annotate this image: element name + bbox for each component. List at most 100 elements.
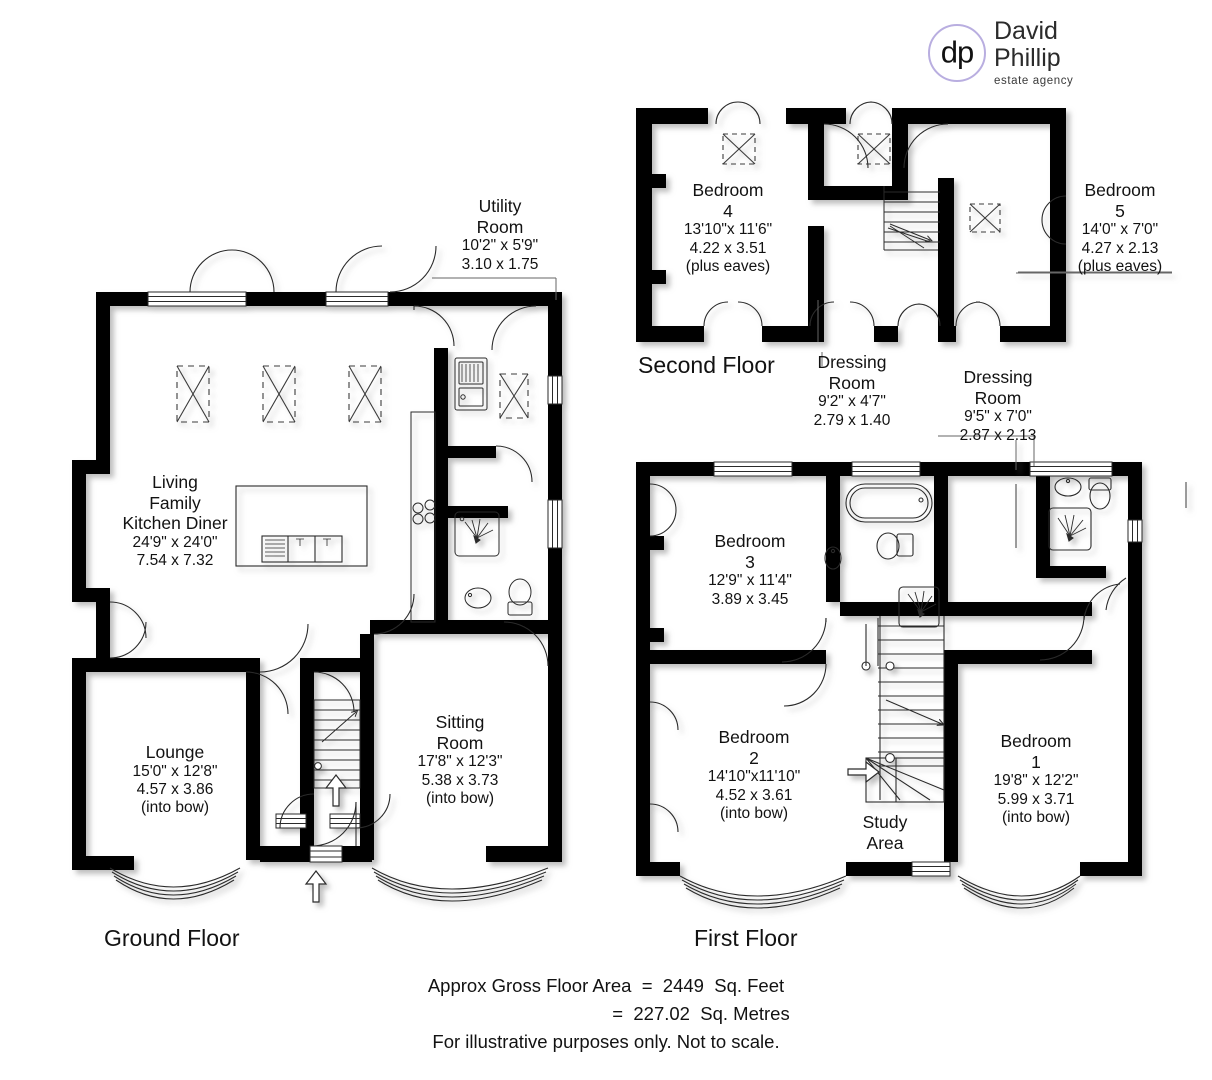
second-floor-rooflights xyxy=(722,133,1001,233)
second-floor-walls xyxy=(636,108,1066,342)
ground-floor-windows xyxy=(147,291,563,863)
room-label-bedroom1: Bedroom 1 19'8" x 12'2" 5.99 x 3.71 (int… xyxy=(958,731,1114,827)
footer-line-sqmetres: = 227.02 Sq. Metres xyxy=(612,1002,790,1024)
bedroom2-metric: 4.52 x 3.61 xyxy=(715,786,793,804)
first-floor-bow-windows xyxy=(679,875,1081,909)
room-label-study: Study Area xyxy=(830,812,940,853)
lounge-note: (into bow) xyxy=(140,799,210,817)
second-floor-plan xyxy=(636,101,1172,470)
bedroom5-imperial: 14'0" x 7'0" xyxy=(1081,221,1159,239)
living-imperial: 24'9" x 24'0" xyxy=(132,533,218,551)
brand-logo: dp David Phillip estate agency xyxy=(928,18,1088,94)
room-label-dressing-right: Dressing Room 9'5" x 7'0" 2.87 x 2.13 xyxy=(918,367,1078,445)
ground-floor-doors xyxy=(109,245,549,847)
dressing-right-imperial: 9'5" x 7'0" xyxy=(964,408,1032,426)
brand-name-line1: David xyxy=(994,17,1058,45)
bedroom4-note: (plus eaves) xyxy=(685,257,771,275)
footer-line-disclaimer: For illustrative purposes only. Not to s… xyxy=(432,1030,780,1052)
bedroom4-name-1: Bedroom xyxy=(692,180,764,200)
living-name-3: Kitchen Diner xyxy=(122,513,228,534)
bedroom2-name-2: 2 xyxy=(749,747,759,768)
bedroom5-name-1: Bedroom xyxy=(1084,180,1156,200)
lounge-metric: 4.57 x 3.86 xyxy=(136,780,214,798)
room-label-lounge: Lounge 15'0" x 12'8" 4.57 x 3.86 (into b… xyxy=(95,742,255,817)
utility-imperial: 10'2" x 5'9" xyxy=(461,237,539,255)
bedroom4-imperial: 13'10"x 11'6" xyxy=(683,221,773,239)
study-name-1: Study xyxy=(862,812,908,832)
first-floor-bathroom xyxy=(824,483,940,628)
bedroom2-name-1: Bedroom xyxy=(718,727,790,747)
floor-title-second: Second Floor xyxy=(638,352,775,378)
study-direction-arrow xyxy=(847,760,880,784)
floor-title-first: First Floor xyxy=(694,925,798,951)
second-floor-doors xyxy=(703,101,1067,327)
sitting-metric: 5.38 x 3.73 xyxy=(421,771,499,789)
bedroom5-metric: 4.27 x 2.13 xyxy=(1081,239,1159,257)
dressing-left-name-1: Dressing xyxy=(817,352,887,372)
bedroom3-imperial: 12'9" x 11'4" xyxy=(708,572,792,590)
first-floor-doors xyxy=(649,483,1127,833)
room-label-sitting: Sitting Room 17'8" x 12'3" 5.38 x 3.73 (… xyxy=(382,712,538,808)
ground-floor-stairs xyxy=(313,699,361,789)
bedroom1-name-2: 1 xyxy=(1031,751,1041,772)
ground-floor-plan xyxy=(72,245,563,903)
bedroom2-note: (into bow) xyxy=(719,804,789,822)
utility-appliances xyxy=(454,357,488,411)
living-metric: 7.54 x 7.32 xyxy=(136,552,214,570)
kitchen-island xyxy=(235,485,368,567)
ground-floor-wc xyxy=(464,578,533,616)
study-name-2: Area xyxy=(866,832,904,853)
footer-line-sqfeet: Approx Gross Floor Area = 2449 Sq. Feet xyxy=(427,975,785,996)
ground-floor-rooflights xyxy=(176,365,529,423)
bedroom1-name-1: Bedroom xyxy=(1000,731,1072,751)
first-floor-ensuite xyxy=(1048,477,1112,551)
first-floor-plan xyxy=(636,461,1187,909)
room-label-bedroom5: Bedroom 5 14'0" x 7'0" 4.27 x 2.13 (plus… xyxy=(1040,180,1200,276)
dressing-right-name-2: Room xyxy=(974,387,1022,408)
bedroom2-imperial: 14'10"x11'10" xyxy=(707,768,801,786)
room-label-bedroom3: Bedroom 3 12'9" x 11'4" 3.89 x 3.45 xyxy=(672,531,828,609)
lounge-imperial: 15'0" x 12'8" xyxy=(132,762,218,780)
dressing-left-metric: 2.79 x 1.40 xyxy=(813,411,891,429)
lounge-name-1: Lounge xyxy=(145,742,205,762)
bedroom1-metric: 5.99 x 3.71 xyxy=(997,790,1075,808)
room-label-dressing-left: Dressing Room 9'2" x 4'7" 2.79 x 1.40 xyxy=(772,352,932,430)
second-floor-guides xyxy=(817,272,1172,342)
dressing-right-metric: 2.87 x 2.13 xyxy=(959,426,1037,444)
ground-floor-bow-windows xyxy=(109,867,549,902)
room-label-living-kitchen: Living Family Kitchen Diner 24'9" x 24'0… xyxy=(95,472,255,570)
first-floor-walls xyxy=(636,462,1142,876)
first-floor-dressing-partitions xyxy=(1015,482,1187,548)
dressing-right-name-1: Dressing xyxy=(963,367,1033,387)
bedroom1-imperial: 19'8" x 12'2" xyxy=(993,772,1079,790)
bedroom1-note: (into bow) xyxy=(1001,808,1071,826)
bedroom4-metric: 4.22 x 3.51 xyxy=(689,239,767,257)
bedroom3-name-1: Bedroom xyxy=(714,531,786,551)
room-label-bedroom4: Bedroom 4 13'10"x 11'6" 4.22 x 3.51 (plu… xyxy=(648,180,808,276)
ground-floor-shower xyxy=(454,511,500,557)
room-label-bedroom2: Bedroom 2 14'10"x11'10" 4.52 x 3.61 (int… xyxy=(676,727,832,823)
dressing-left-name-2: Room xyxy=(828,372,876,393)
ground-floor-entry-arrows xyxy=(304,774,348,903)
sitting-name-2: Room xyxy=(436,732,484,753)
utility-name-2: Room xyxy=(476,216,524,237)
dp-monogram-icon: dp xyxy=(928,24,986,82)
sitting-note: (into bow) xyxy=(425,789,495,807)
brand-tagline: estate agency xyxy=(994,75,1074,87)
ground-floor-walls xyxy=(72,292,562,870)
room-label-utility: Utility Room 10'2" x 5'9" 3.10 x 1.75 xyxy=(420,196,580,274)
floor-title-ground: Ground Floor xyxy=(104,925,240,951)
living-name-2: Family xyxy=(149,492,201,513)
dressing-left-imperial: 9'2" x 4'7" xyxy=(818,393,886,411)
first-floor-windows xyxy=(713,461,1143,877)
bedroom3-metric: 3.89 x 3.45 xyxy=(711,590,789,608)
kitchen-units xyxy=(410,411,436,623)
bedroom3-name-2: 3 xyxy=(745,551,755,572)
bedroom4-name-2: 4 xyxy=(723,200,733,221)
brand-wordmark: David Phillip estate agency xyxy=(994,17,1074,88)
utility-metric: 3.10 x 1.75 xyxy=(461,255,539,273)
living-name-1: Living xyxy=(152,472,198,492)
brand-name-line2: Phillip xyxy=(994,44,1061,72)
